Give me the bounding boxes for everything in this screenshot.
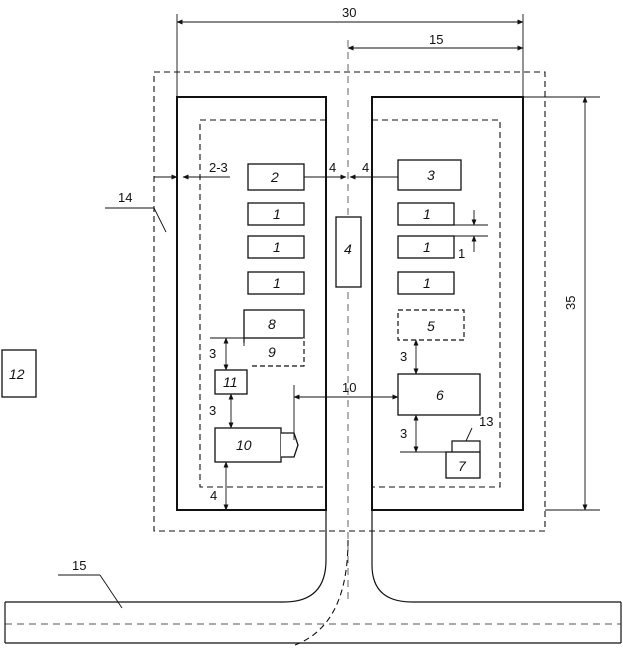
inner-dashed-zone (199, 119, 501, 488)
label-1b: 1 (273, 239, 281, 255)
dim-mid-10: 10 (342, 380, 356, 395)
dim-road-right: 4 (362, 160, 369, 175)
dim-v3d: 3 (400, 426, 407, 441)
dim-v3c: 3 (400, 349, 407, 364)
label-7: 7 (458, 458, 467, 474)
right-block (371, 96, 524, 511)
building-8 (243, 309, 305, 339)
lead-15-tick (99, 574, 123, 609)
label-9: 9 (268, 344, 276, 360)
label-12: 12 (9, 366, 25, 382)
dim-v3b: 3 (209, 403, 216, 418)
building-1f (397, 271, 455, 295)
dim-width: 30 (342, 5, 356, 20)
label-1f: 1 (423, 275, 431, 291)
lead-13: 13 (479, 414, 493, 429)
road-edge-left (5, 510, 327, 603)
road-edge-right (371, 510, 621, 603)
building-10 (214, 427, 282, 463)
lead-14: 14 (118, 190, 132, 205)
label-1e: 1 (423, 239, 431, 255)
dim-gap-left: 2-3 (209, 160, 228, 175)
label-8: 8 (268, 316, 276, 332)
building-13-annex (451, 440, 481, 452)
label-11: 11 (223, 374, 238, 390)
building-1c (247, 271, 305, 295)
building-10-nozzle (281, 432, 299, 458)
dim-half: 15 (429, 32, 443, 47)
outer-dashed-boundary (153, 71, 546, 532)
label-2: 2 (270, 169, 279, 185)
building-12 (1, 349, 37, 398)
label-1c: 1 (273, 275, 281, 291)
label-4: 4 (344, 241, 352, 257)
label-1d: 1 (423, 206, 431, 222)
road-curve-dashed (294, 539, 349, 646)
left-block (176, 96, 327, 511)
lead-15: 15 (72, 558, 86, 573)
building-1a (247, 202, 305, 226)
building-3 (397, 159, 462, 191)
dim-small-1: 1 (458, 246, 465, 261)
building-5 (397, 309, 465, 341)
building-7 (445, 451, 481, 479)
label-10: 10 (236, 437, 252, 453)
building-1e (397, 235, 455, 259)
dim-road-left: 4 (329, 160, 336, 175)
label-3: 3 (427, 167, 435, 183)
label-5: 5 (427, 318, 435, 334)
label-1a: 1 (273, 206, 281, 222)
building-6 (397, 373, 481, 416)
building-1d (397, 202, 455, 226)
lead-14-tick (153, 207, 167, 233)
dim-v3a: 3 (209, 346, 216, 361)
dim-height: 35 (563, 296, 578, 310)
building-2 (247, 163, 305, 191)
building-1b (247, 235, 305, 259)
lead-13-line (465, 427, 473, 442)
label-6: 6 (436, 387, 444, 403)
building-4 (335, 216, 362, 288)
dim-bottom-4: 4 (210, 488, 217, 503)
